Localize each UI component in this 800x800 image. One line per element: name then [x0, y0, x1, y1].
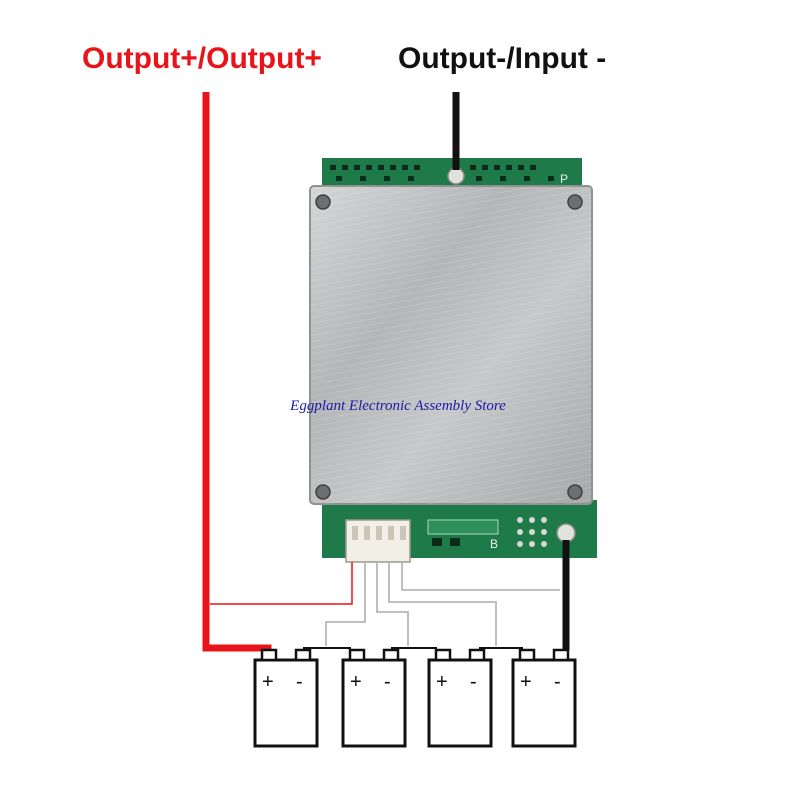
cell-3-plus-sign: + — [436, 671, 448, 693]
pad-label-b: B — [490, 537, 498, 551]
cell-3-minus-sign: - — [470, 671, 477, 693]
connector-pins — [352, 526, 406, 540]
battery-cell-2: + - — [341, 648, 407, 748]
series-link-3-4 — [479, 647, 523, 660]
pcb-chip — [427, 519, 499, 535]
balance-wire-3 — [388, 562, 497, 646]
pcb-pads-bottom — [517, 517, 547, 547]
screw-bottom-left — [315, 484, 331, 500]
heatsink-screws — [315, 194, 583, 500]
screw-top-right — [567, 194, 583, 210]
screw-bottom-right — [567, 484, 583, 500]
balance-wire-4 — [401, 562, 560, 591]
battery-pack: + - + - + - + - — [253, 648, 577, 748]
positive-output-label: Output+/Output+ — [82, 42, 322, 75]
cell-1-minus-sign: - — [296, 671, 303, 693]
cell-4-plus-sign: + — [520, 671, 532, 693]
cell-1-plus-sign: + — [262, 671, 274, 693]
balance-wire-2 — [376, 562, 409, 646]
cell-2-plus-sign: + — [350, 671, 362, 693]
positive-output-wire — [202, 92, 272, 666]
pcb-components-top — [330, 165, 554, 181]
screw-top-left — [315, 194, 331, 210]
cell-4-minus-sign: - — [554, 671, 561, 693]
balance-wire-red — [210, 562, 353, 605]
battery-cell-1: + - — [253, 648, 319, 748]
negative-pad-p — [447, 167, 465, 185]
bms-board: P B — [309, 158, 597, 563]
balance-wire-1 — [325, 562, 366, 646]
negative-output-label: Output-/Input - — [398, 42, 606, 75]
store-watermark: Eggplant Electronic Assembly Store — [289, 398, 506, 414]
cell-2-minus-sign: - — [384, 671, 391, 693]
cell-series-links — [303, 647, 523, 660]
negative-pad-b — [556, 523, 576, 543]
battery-cell-3: + - — [427, 648, 493, 748]
battery-cell-4: + - — [511, 648, 577, 748]
pad-label-p: P — [560, 172, 568, 186]
